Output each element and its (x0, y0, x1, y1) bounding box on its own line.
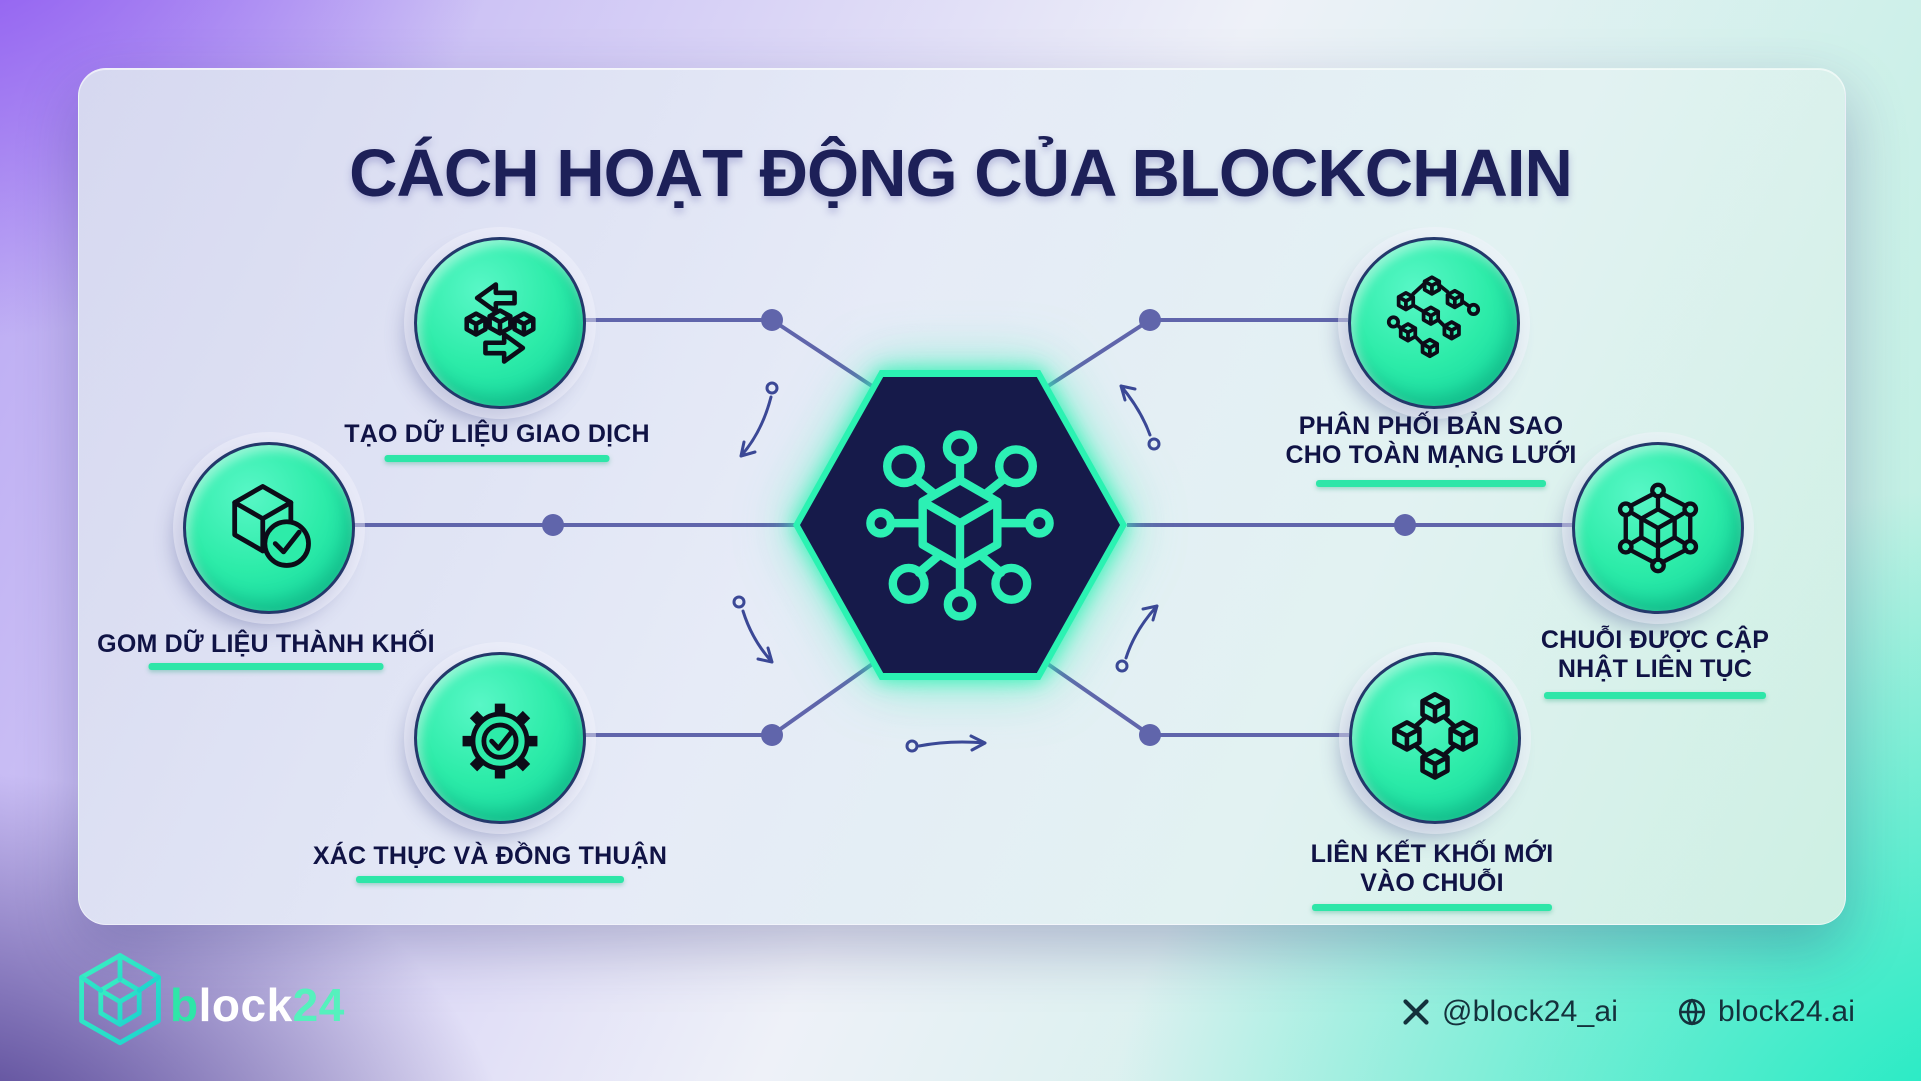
step-label-group-data: GOM DỮ LIỆU THÀNH KHỐI (97, 630, 435, 658)
step-node-group-data (183, 442, 355, 614)
brand-part-24: 24 (292, 979, 345, 1031)
x-handle-text: @block24_ai (1442, 995, 1619, 1028)
step-underline (384, 455, 610, 462)
page-title: CÁCH HOẠT ĐỘNG CỦA BLOCKCHAIN (349, 135, 1573, 211)
connector-dots (542, 309, 1416, 746)
arrow-right-icon (917, 734, 987, 752)
step-node-link-new-block (1349, 652, 1521, 824)
website-link[interactable]: block24.ai (1678, 992, 1855, 1032)
arrow-up-right-icon (1124, 604, 1159, 660)
x-social-handle[interactable]: @block24_ai (1402, 992, 1618, 1032)
step-underline (1316, 480, 1546, 487)
website-text: block24.ai (1718, 995, 1856, 1028)
brand-wordmark: block24 (170, 978, 345, 1032)
step-node-chain-updated (1572, 442, 1744, 614)
step-label-validate-consensus: XÁC THỰC VÀ ĐỒNG THUẬN (312, 842, 668, 870)
brand-part-lock: lock (198, 979, 293, 1031)
x-twitter-icon (1403, 999, 1429, 1025)
brand-part-b: b (170, 979, 199, 1031)
step-node-distribute-copies (1348, 237, 1520, 409)
step-label-distribute-copies: PHÂN PHỐI BẢN SAO CHO TOÀN MẠNG LƯỚI (1285, 412, 1577, 469)
transfer-arrows-icon (464, 282, 536, 364)
step-underline (356, 876, 624, 883)
cube-mesh-icon (1617, 482, 1699, 574)
step-node-create-transaction (414, 237, 586, 409)
globe-icon (1678, 998, 1706, 1026)
step-underline (1544, 692, 1766, 699)
arrow-down-right-icon (741, 609, 774, 664)
arrow-up-left-icon (1119, 384, 1152, 437)
central-blockchain-hub (793, 370, 1127, 680)
flow-direction-arrows (732, 381, 1161, 753)
block-check-icon (232, 484, 311, 568)
arrow-tail-dot (765, 381, 779, 395)
step-label-create-transaction: TẠO DỮ LIỆU GIAO DỊCH (344, 420, 650, 448)
block24-logo-icon (79, 953, 161, 1046)
step-underline (148, 663, 384, 670)
arrow-down-left-icon (739, 395, 773, 458)
step-label-chain-updated: CHUỖI ĐƯỢC CẬP NHẬT LIÊN TỤC (1540, 626, 1770, 683)
blockchain-network-hub-icon (866, 430, 1054, 621)
linked-blocks-icon (1392, 692, 1478, 780)
gear-check-icon (462, 703, 538, 779)
step-node-validate-consensus (414, 652, 586, 824)
step-label-link-new-block: LIÊN KẾT KHỐI MỚI VÀO CHUỖI (1310, 840, 1554, 897)
hexagon-border (793, 370, 1127, 680)
distributed-network-icon (1386, 275, 1481, 359)
step-underline (1312, 904, 1552, 911)
hexagon-body (800, 377, 1120, 673)
